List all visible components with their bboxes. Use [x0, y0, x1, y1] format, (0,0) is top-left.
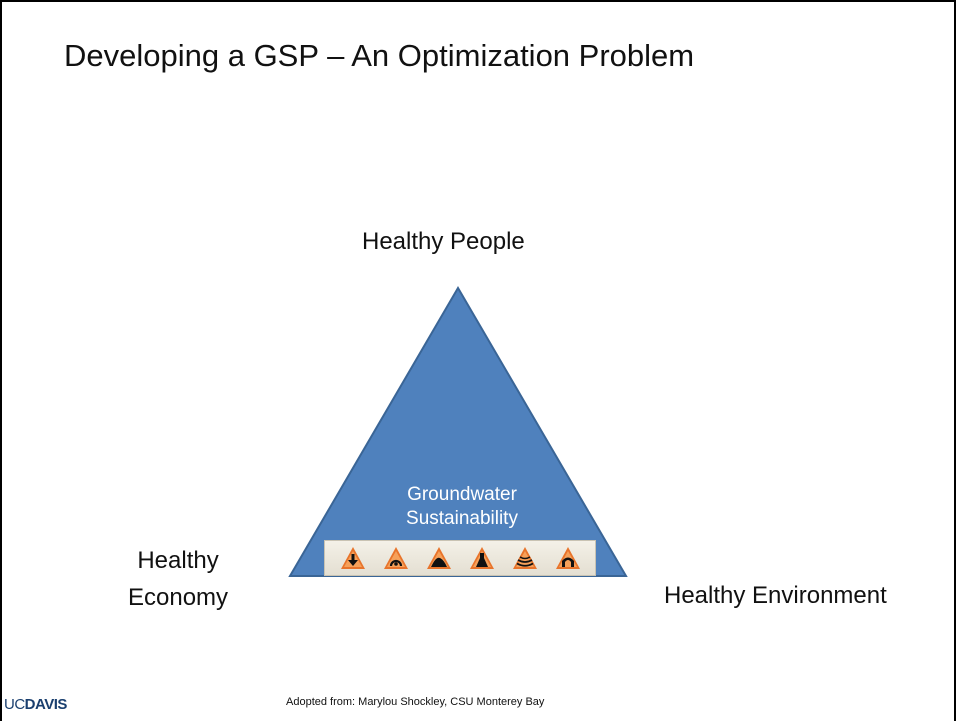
center-line2: Sustainability — [406, 508, 518, 529]
storage-reduction-icon — [383, 547, 408, 569]
sustainability-indicators-strip — [324, 540, 596, 576]
seawater-intrusion-icon — [426, 547, 451, 569]
healthy-economy-line1: Healthy — [137, 547, 219, 574]
center-line1: Groundwater — [407, 484, 517, 505]
slide-title: Developing a GSP – An Optimization Probl… — [64, 38, 695, 73]
sustainability-triangle — [288, 286, 628, 577]
surface-water-depletion-icon — [555, 547, 580, 569]
land-subsidence-icon — [512, 547, 537, 569]
footer-credit: Adopted from: Marylou Shockley, CSU Mont… — [286, 696, 545, 708]
logo-uc: UC — [4, 696, 25, 713]
healthy-economy-label: Healthy Economy — [128, 542, 228, 616]
logo-davis: DAVIS — [24, 696, 68, 713]
healthy-economy-line2: Economy — [128, 584, 229, 611]
ucdavis-logo: UCDAVIS — [4, 696, 67, 713]
groundwater-sustainability-text: Groundwater Sustainability — [372, 483, 552, 531]
groundwater-lowering-icon — [340, 547, 365, 569]
healthy-people-label: Healthy People — [362, 228, 525, 255]
healthy-environment-label: Healthy Environment — [664, 582, 887, 609]
water-quality-icon — [469, 547, 494, 569]
